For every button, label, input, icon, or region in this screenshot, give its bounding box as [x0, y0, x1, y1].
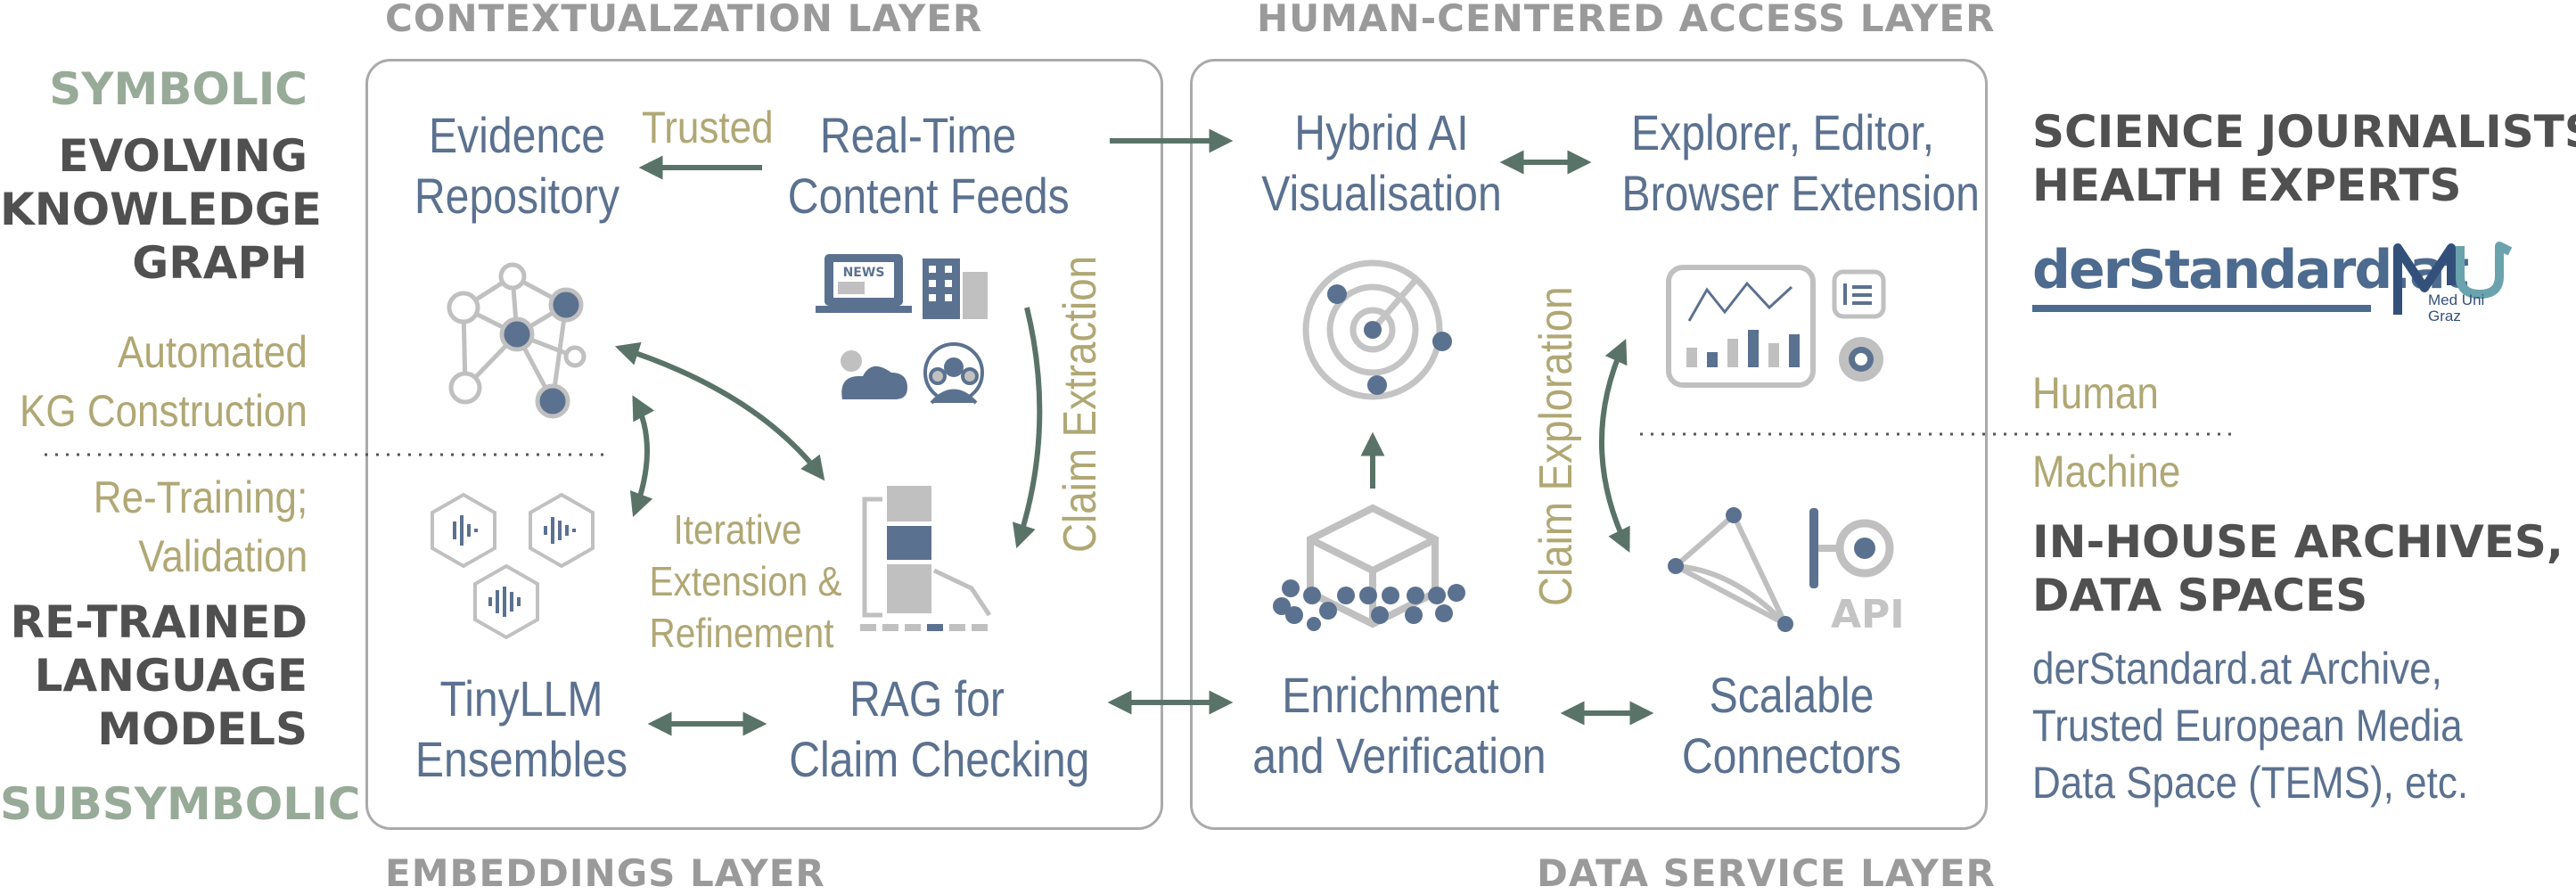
evolving-knowledge-graph-label: EVOLVING KNOWLEDGE GRAPH	[0, 130, 322, 289]
meduni-graz-logo: Med Uni Graz	[2389, 230, 2523, 341]
symbolic-label: SYMBOLIC	[49, 63, 308, 115]
archive-item: Trusted European Media	[2032, 701, 2463, 751]
radar-blip-icon	[1327, 284, 1452, 395]
human-label: Human	[2032, 368, 2159, 418]
trusted-label: Trusted	[642, 103, 774, 152]
enrichment-cube-icon	[1273, 504, 1465, 631]
science-journalists-label: SCIENCE JOURNALISTS, HEALTH EXPERTS	[2032, 106, 2576, 211]
claim-extraction-arrow	[1012, 307, 1043, 549]
rag-claim-checking-label: RAG for Claim Checking	[789, 670, 1090, 787]
weather-icon	[841, 350, 907, 399]
contextualization-embeddings-box	[365, 59, 1163, 830]
retraining-validation-label: Re-Training; Validation	[93, 472, 308, 581]
access-data-service-box	[1190, 59, 1988, 830]
archive-item: derStandard.at Archive,	[2032, 644, 2442, 694]
enrichment-verification-label: Enrichment and Verification	[1252, 667, 1546, 784]
kg-rag-arrow	[614, 341, 825, 481]
community-icon	[923, 342, 984, 405]
automated-kg-construction-label: Automated KG Construction	[20, 327, 308, 436]
explorer-editor-extension-label: Explorer, Editor, Browser Extension	[1621, 104, 1980, 221]
retrained-language-models-label: RE-TRAINED LANGUAGE MODELS	[10, 596, 308, 755]
tinyllm-ensemble-icon	[431, 492, 595, 640]
in-house-archives-label: IN-HOUSE ARCHIVES, DATA SPACES	[2032, 516, 2564, 621]
subsymbolic-label: SUBSYMBOLIC	[0, 778, 361, 830]
svg-text:NEWS: NEWS	[843, 266, 885, 280]
kg-llm-arrow	[629, 395, 655, 518]
connectors-icon	[1668, 507, 1894, 632]
archive-list: derStandard.at Archive, Trusted European…	[2032, 640, 2528, 811]
radar-icon	[1302, 259, 1443, 400]
machine-label: Machine	[2032, 447, 2181, 497]
meduni-line1: Med Uni	[2428, 291, 2485, 308]
evidence-repository-label: Evidence Repository	[414, 107, 620, 224]
dashboard-icon	[1666, 265, 1886, 388]
real-time-content-feeds-label: Real-Time Content Feeds	[787, 107, 1070, 224]
building-icon	[923, 259, 988, 319]
contextualization-layer-title: CONTEXTUALZATION LAYER	[385, 0, 983, 40]
api-label: API	[1831, 592, 1905, 637]
waveform-icon	[453, 515, 576, 617]
rag-icon	[860, 486, 992, 631]
human-centered-layer-title: HUMAN-CENTERED ACCESS LAYER	[1257, 0, 1996, 40]
knowledge-graph-icon	[447, 262, 587, 419]
claim-exploration-arrow	[1599, 339, 1630, 553]
embeddings-layer-title: EMBEDDINGS LAYER	[385, 851, 825, 895]
iterative-extension-label: Iterative Extension & Refinement	[649, 506, 842, 656]
news-icon: NEWS	[816, 254, 912, 313]
meduni-logo-mark	[2393, 242, 2513, 315]
tinyllm-ensembles-label: TinyLLM Ensembles	[414, 670, 628, 787]
hybrid-ai-visualisation-label: Hybrid AI Visualisation	[1261, 104, 1502, 221]
data-service-layer-title: DATA SERVICE LAYER	[1537, 851, 1996, 895]
meduni-line2: Graz	[2428, 308, 2461, 324]
scalable-connectors-label: Scalable Connectors	[1681, 667, 1902, 784]
archive-item: Data Space (TEMS), etc.	[2032, 758, 2469, 808]
